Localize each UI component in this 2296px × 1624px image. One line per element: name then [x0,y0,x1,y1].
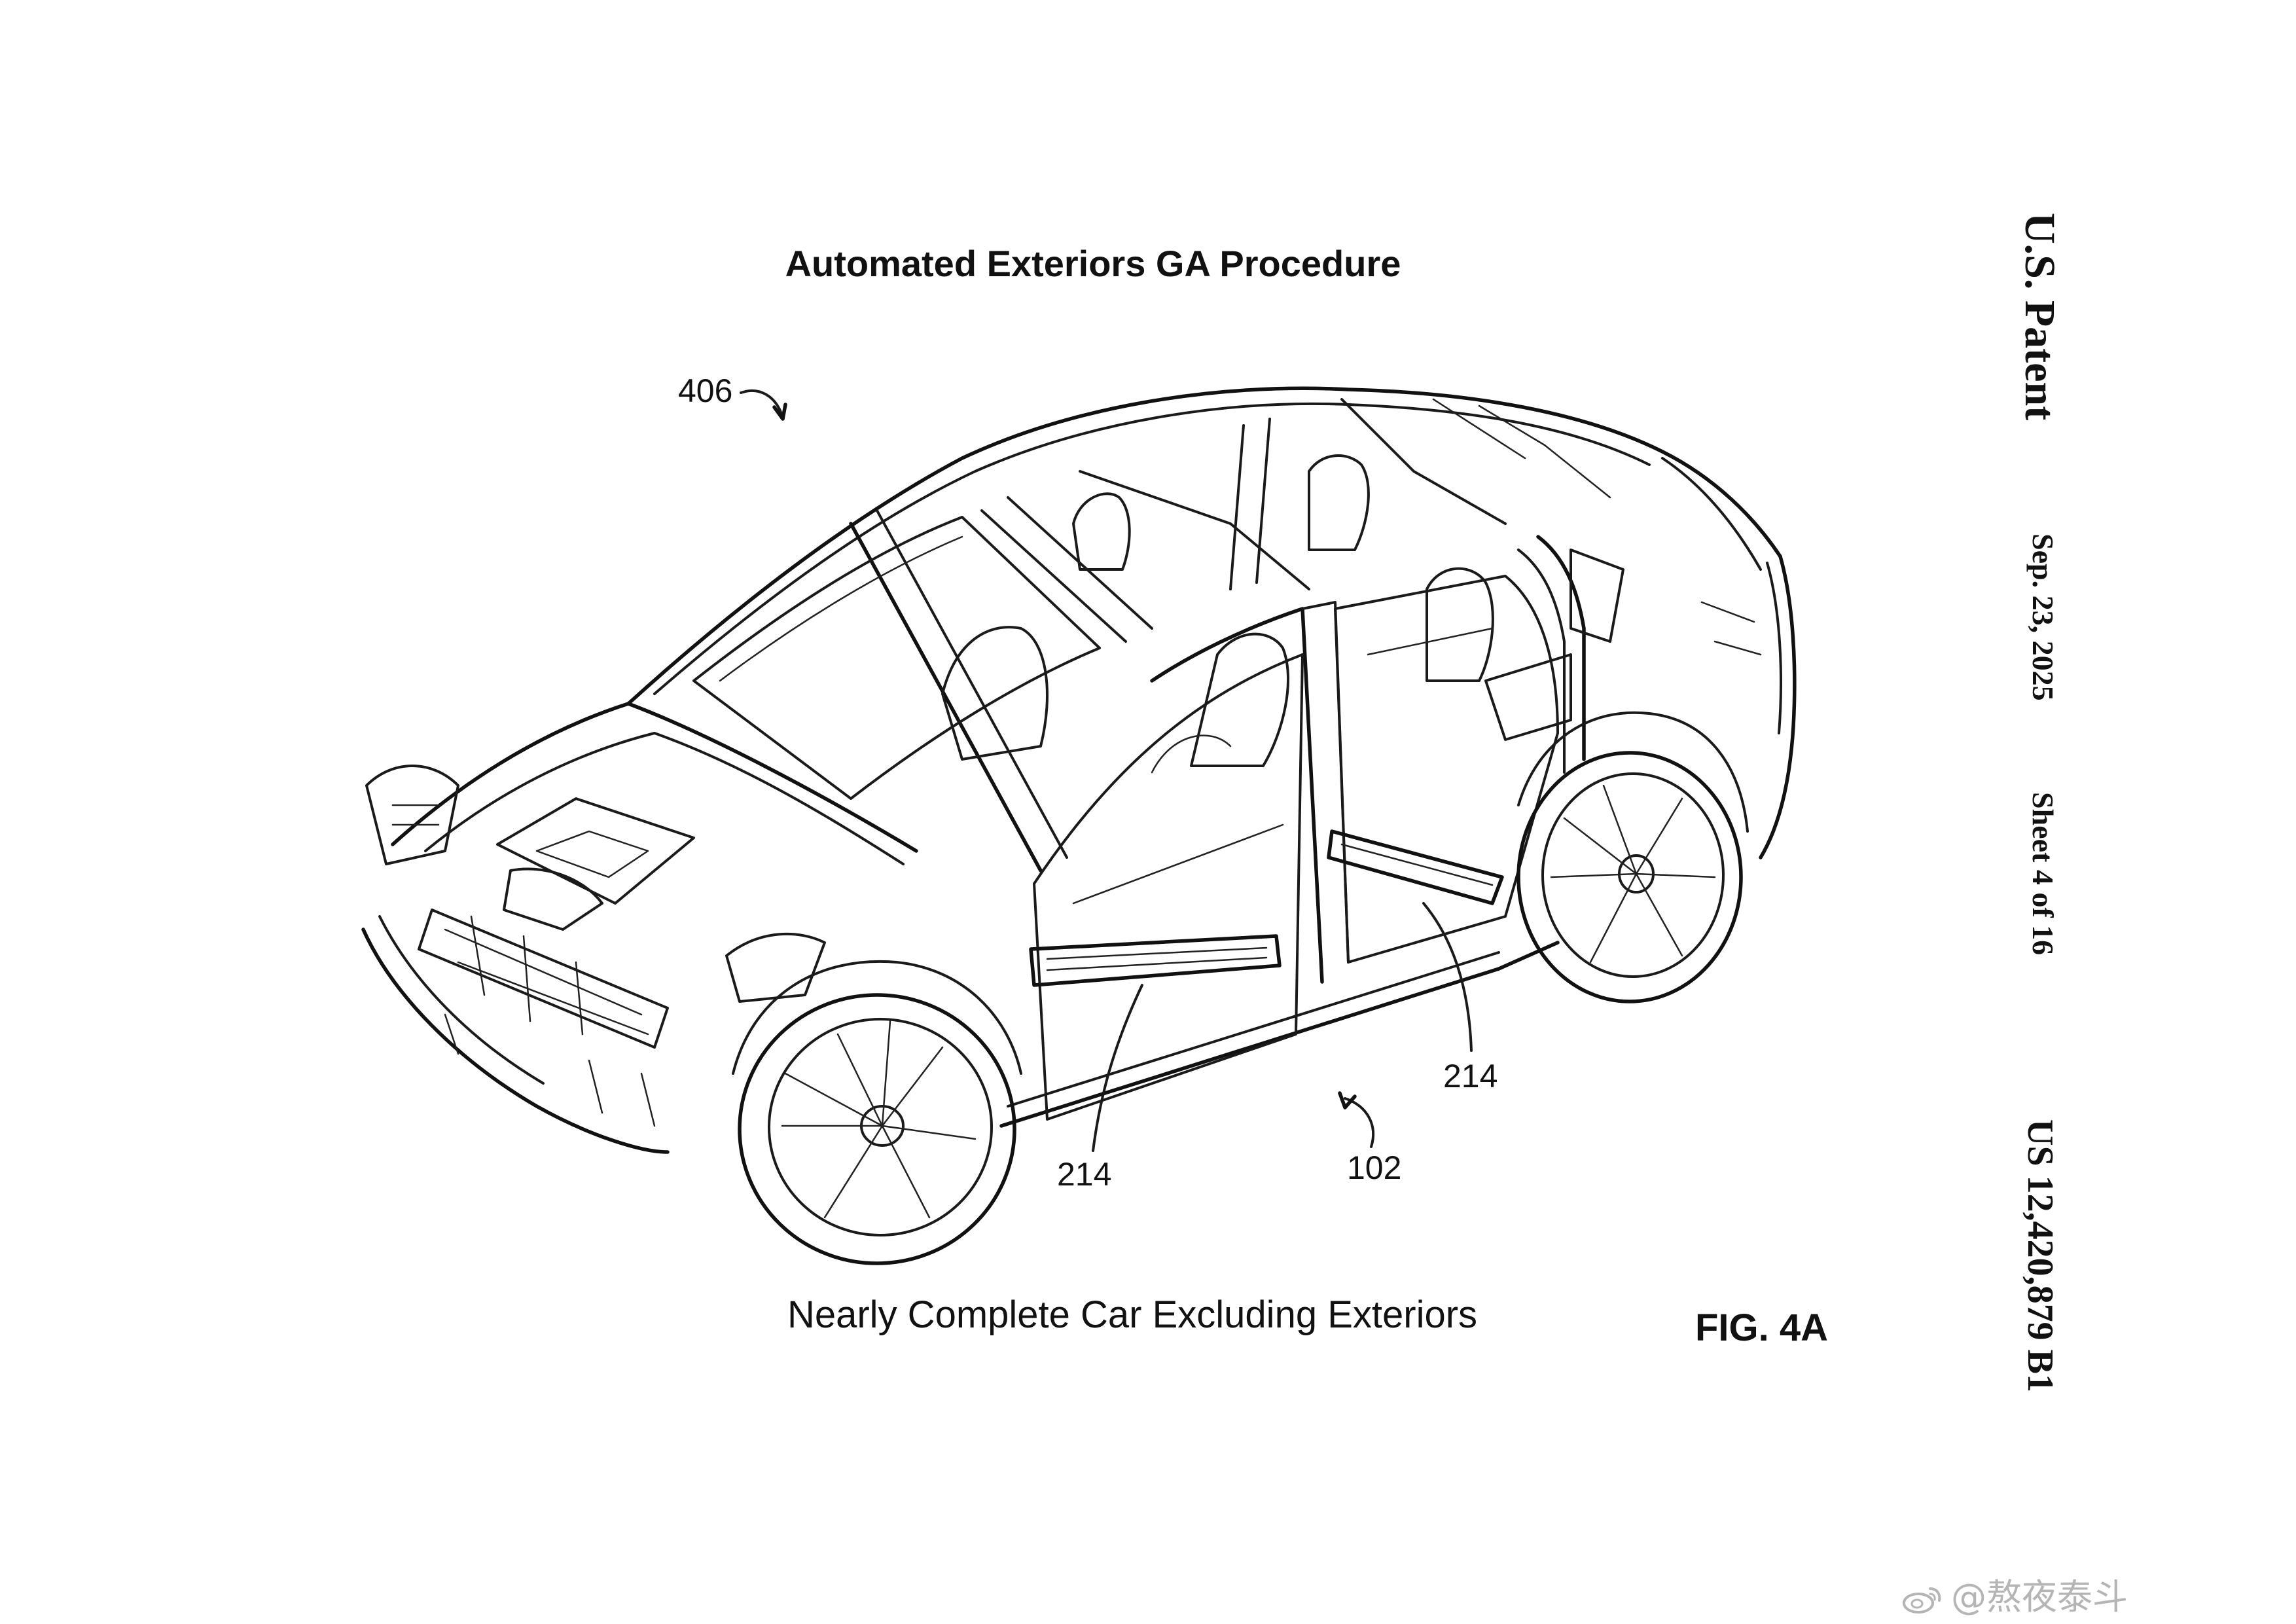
sill-panel-rear [1327,829,1504,905]
front-structure [365,765,826,1127]
ref-numeral-406: 406 [678,372,733,409]
ref-numeral-214-rear: 214 [1443,1058,1498,1094]
rear-structure [1432,398,1762,741]
watermark: @熬夜泰斗 [1901,1568,2128,1619]
leader-214 [1092,902,1473,1152]
patent-number: US 12,420,879 B1 [2020,1119,2060,1392]
ref-numeral-102: 102 [1347,1149,1402,1186]
figure-label: FIG. 4A [1695,1307,1829,1349]
leader-102 [1338,1091,1375,1148]
figure-caption: Nearly Complete Car Excluding Exteriors [787,1293,1478,1336]
figure-title: Automated Exteriors GA Procedure [785,243,1401,284]
sill-panel-front [1029,934,1282,987]
watermark-text: @熬夜泰斗 [1951,1576,2128,1617]
patent-office-header: U.S. Patent [2016,213,2064,421]
rear-wheel [1516,711,1749,1003]
windshield-frame [692,516,1101,800]
front-wheel [732,960,1022,1265]
door-openings [1033,575,1559,1121]
leader-406 [740,389,787,421]
body-silhouette [361,386,1797,1154]
ref-numeral-214-front: 214 [1057,1156,1112,1193]
sheet-number: Sheet 4 of 16 [2026,792,2060,956]
patent-date: Sep. 23, 2025 [2026,533,2060,701]
weibo-logo-icon [1903,1587,1941,1614]
seats [941,454,1494,774]
pillars [849,398,1586,984]
